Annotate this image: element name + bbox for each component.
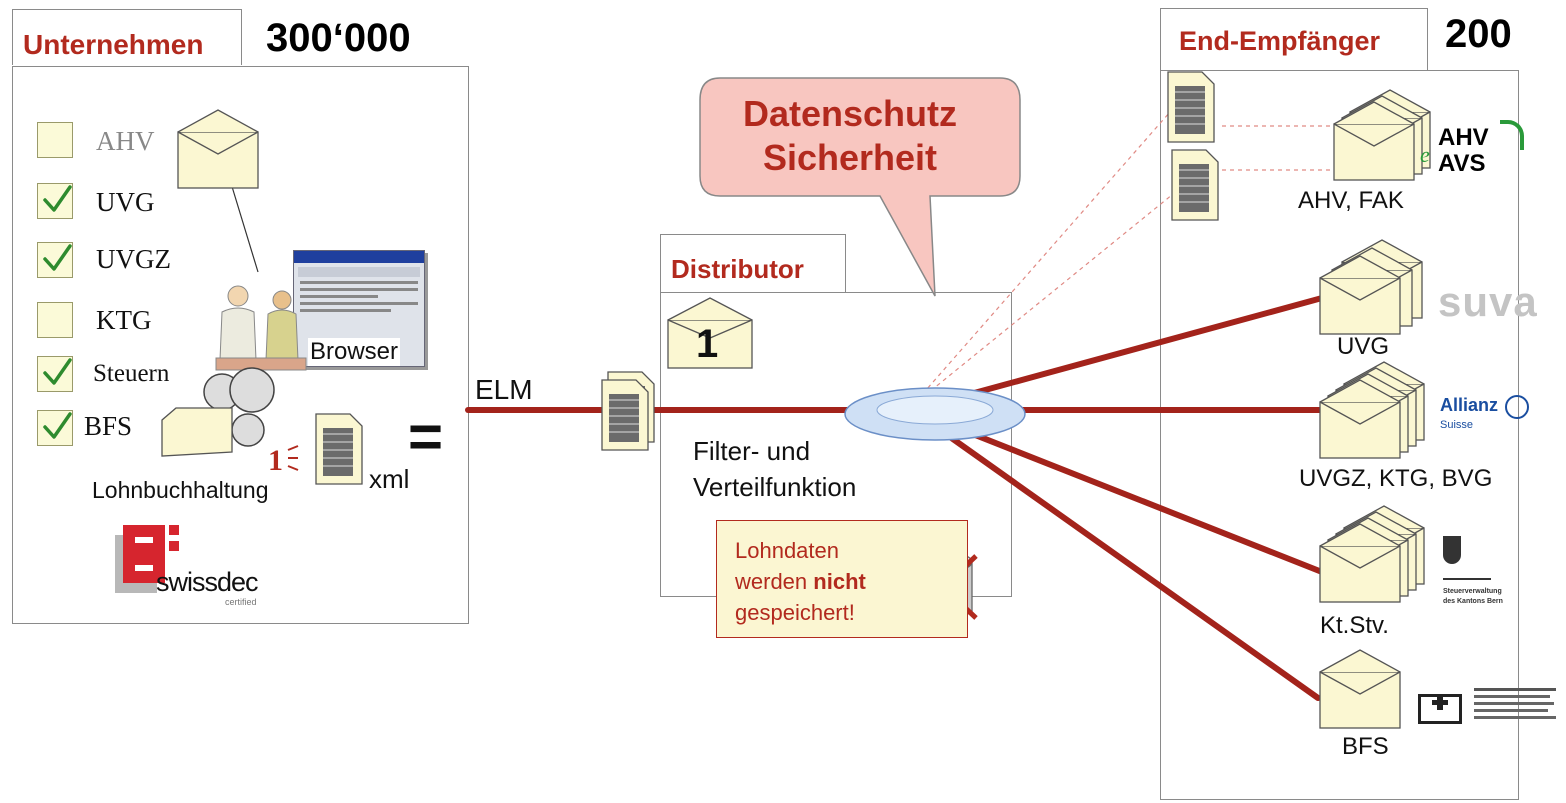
company-count: 300‘000 [266, 16, 411, 60]
ahv-envelope-icon [177, 109, 259, 189]
distributor-envelope-icon [667, 297, 753, 369]
bern-tax-logo: Steuerverwaltung des Kantons Bern [1443, 536, 1553, 616]
xml-label: xml [369, 464, 410, 494]
allianz-logo: Allianz Suisse [1440, 395, 1530, 431]
filter-function-line1: Filter- und [693, 436, 811, 466]
note-line3: gespeichert! [735, 600, 855, 625]
recipients-tab-title: End-Empfänger [1160, 8, 1428, 70]
allianz-suisse-text: Suisse [1440, 419, 1474, 431]
envelope-stack-uvg-icon [1319, 239, 1423, 335]
checkbox-ktg[interactable] [37, 302, 73, 338]
bubble-line2: Sicherheit [762, 137, 938, 178]
bubble-text: Datenschutz Sicherheit [690, 92, 1010, 180]
note-line1: Lohndaten [735, 538, 839, 563]
ahv-document-icon-1 [1167, 71, 1215, 143]
suva-logo-text: suva [1438, 278, 1538, 325]
checklist-label-ktg: KTG [96, 305, 152, 335]
swissdec-logo-icon [115, 515, 185, 595]
checklist-label-uvgz: UVGZ [96, 244, 171, 274]
recipient-label-kt-stv: Kt.Stv. [1320, 612, 1389, 639]
checklist-label-bfs: BFS [84, 411, 133, 441]
note-line2-a: werden [735, 569, 808, 594]
xml-document-icon [315, 413, 363, 485]
bern-tax-logo-line1: Steuerverwaltung [1443, 588, 1502, 595]
envelope-stack-uvgz-icon [1319, 361, 1425, 459]
allianz-eagle-icon [1505, 395, 1530, 419]
envelope-stack-ahv-icon [1333, 89, 1431, 181]
bern-tax-logo-line2: des Kantons Bern [1443, 598, 1503, 605]
no-storage-note: Lohndaten werden nicht gespeichert! [716, 520, 968, 638]
swissdec-certified: certified [225, 597, 257, 607]
bern-bear-icon [1443, 536, 1461, 564]
bubble-line1: Datenschutz [742, 93, 958, 134]
check-icon-uvg [43, 185, 72, 212]
browser-label: Browser [308, 338, 401, 366]
allianz-logo-text: Allianz [1440, 395, 1499, 416]
distributor-tab-title: Distributor [660, 234, 846, 292]
ahv-avs-logo-icon: e AHV AVS [1420, 120, 1530, 190]
checkbox-ahv[interactable] [37, 122, 73, 158]
checkmarks [43, 185, 72, 439]
swissdec-wordmark: swissdec [156, 567, 259, 597]
elm-label: ELM [475, 374, 533, 405]
recipient-label-ahv-fak: AHV, FAK [1298, 187, 1404, 214]
recipient-label-uvg: UVG [1337, 333, 1390, 360]
checklist-label-steuern: Steuern [93, 360, 170, 387]
network-gear-icon [844, 387, 1026, 441]
speech-bubble [699, 77, 1021, 297]
equals-sign: = [408, 403, 444, 470]
signal-icon [287, 445, 299, 471]
check-icon-steuern [43, 358, 72, 385]
recipient-label-bfs: BFS [1342, 733, 1389, 760]
payroll-label: Lohnbuchhaltung [92, 477, 269, 503]
connector-lines [465, 295, 1325, 701]
recipients-count: 200 [1445, 12, 1512, 56]
elm-document-icon [601, 379, 649, 451]
checklist-label-uvg: UVG [96, 187, 155, 217]
people-illustration-icon [215, 285, 307, 371]
filter-function-line2: Verteilfunktion [693, 472, 857, 502]
distributor-number: 1 [696, 322, 719, 366]
recipient-label-uvgz-ktg-bvg: UVGZ, KTG, BVG [1299, 465, 1493, 492]
svg-text:1: 1 [268, 444, 283, 477]
payroll-machine-icon [161, 367, 275, 457]
note-emphasis: nicht [813, 569, 866, 594]
envelope-stack-ktstv-icon [1319, 505, 1425, 603]
checklist-label-ahv: AHV [96, 126, 155, 156]
check-icon-uvgz [43, 244, 72, 271]
ahv-document-icon-2 [1171, 149, 1219, 221]
avs-logo-text: AVS [1438, 150, 1486, 177]
check-icon-bfs [43, 412, 72, 439]
envelope-bfs-icon [1319, 649, 1401, 729]
swissdec-logo-text: swissdec [156, 567, 259, 598]
bfs-logo-icon [1418, 686, 1563, 736]
ahv-logo-text: AHV [1438, 124, 1489, 151]
company-tab-title: Unternehmen [12, 9, 242, 65]
